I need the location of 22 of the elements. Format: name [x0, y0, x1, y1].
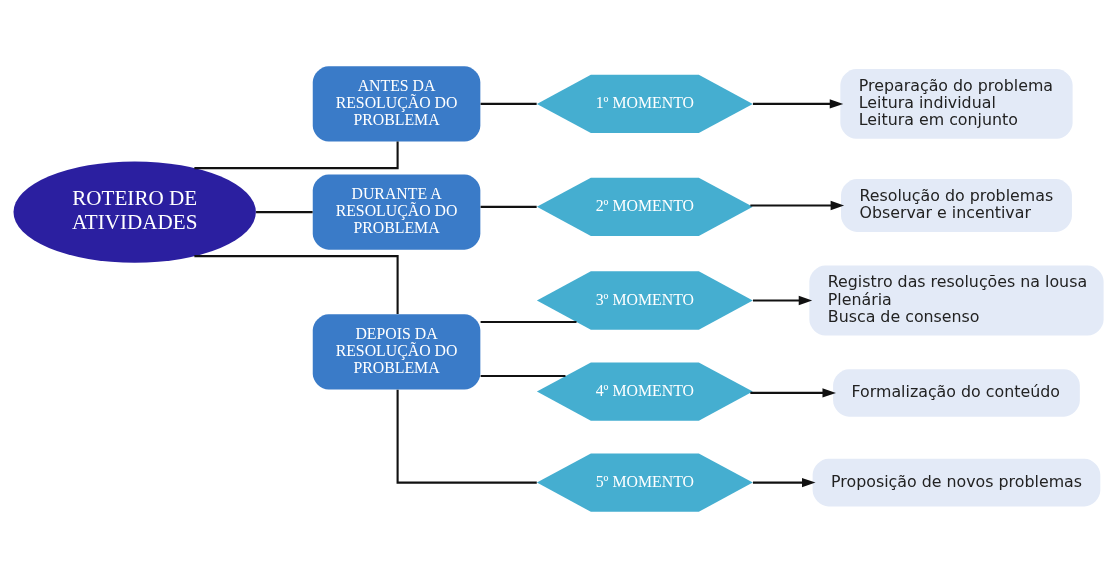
node-ellipse: ROTEIRO DE ATIVIDADES: [13, 160, 256, 263]
node-box: Proposição de novos problemas: [812, 458, 1101, 506]
node-box: Preparação do problema Leitura individual Leitura em conjunto: [840, 68, 1073, 139]
node-box: Formalização do conteúdo: [833, 368, 1080, 417]
node-box: Registro das resoluções na lousa Plenária Busca de consenso: [809, 265, 1104, 335]
connector: [256, 210, 313, 213]
connector: [194, 254, 399, 314]
arrow: [750, 200, 845, 210]
node-box: Resolução do problemas Observar e incentivar: [841, 178, 1072, 232]
arrow: [752, 477, 816, 487]
connector: [396, 389, 537, 484]
connector: [480, 320, 577, 323]
connector: [194, 141, 399, 169]
node-box: DURANTE A RESOLUÇÃO DO PROBLEMA: [312, 174, 481, 250]
connector: [480, 374, 566, 377]
node-box: ANTES DA RESOLUÇÃO DO PROBLEMA: [312, 65, 481, 141]
connector: [480, 102, 537, 105]
arrow: [752, 98, 844, 109]
arrow: [752, 295, 813, 305]
arrow: [750, 387, 836, 398]
connector: [480, 205, 537, 208]
node-box: DEPOIS DA RESOLUÇÃO DO PROBLEMA: [312, 313, 481, 390]
